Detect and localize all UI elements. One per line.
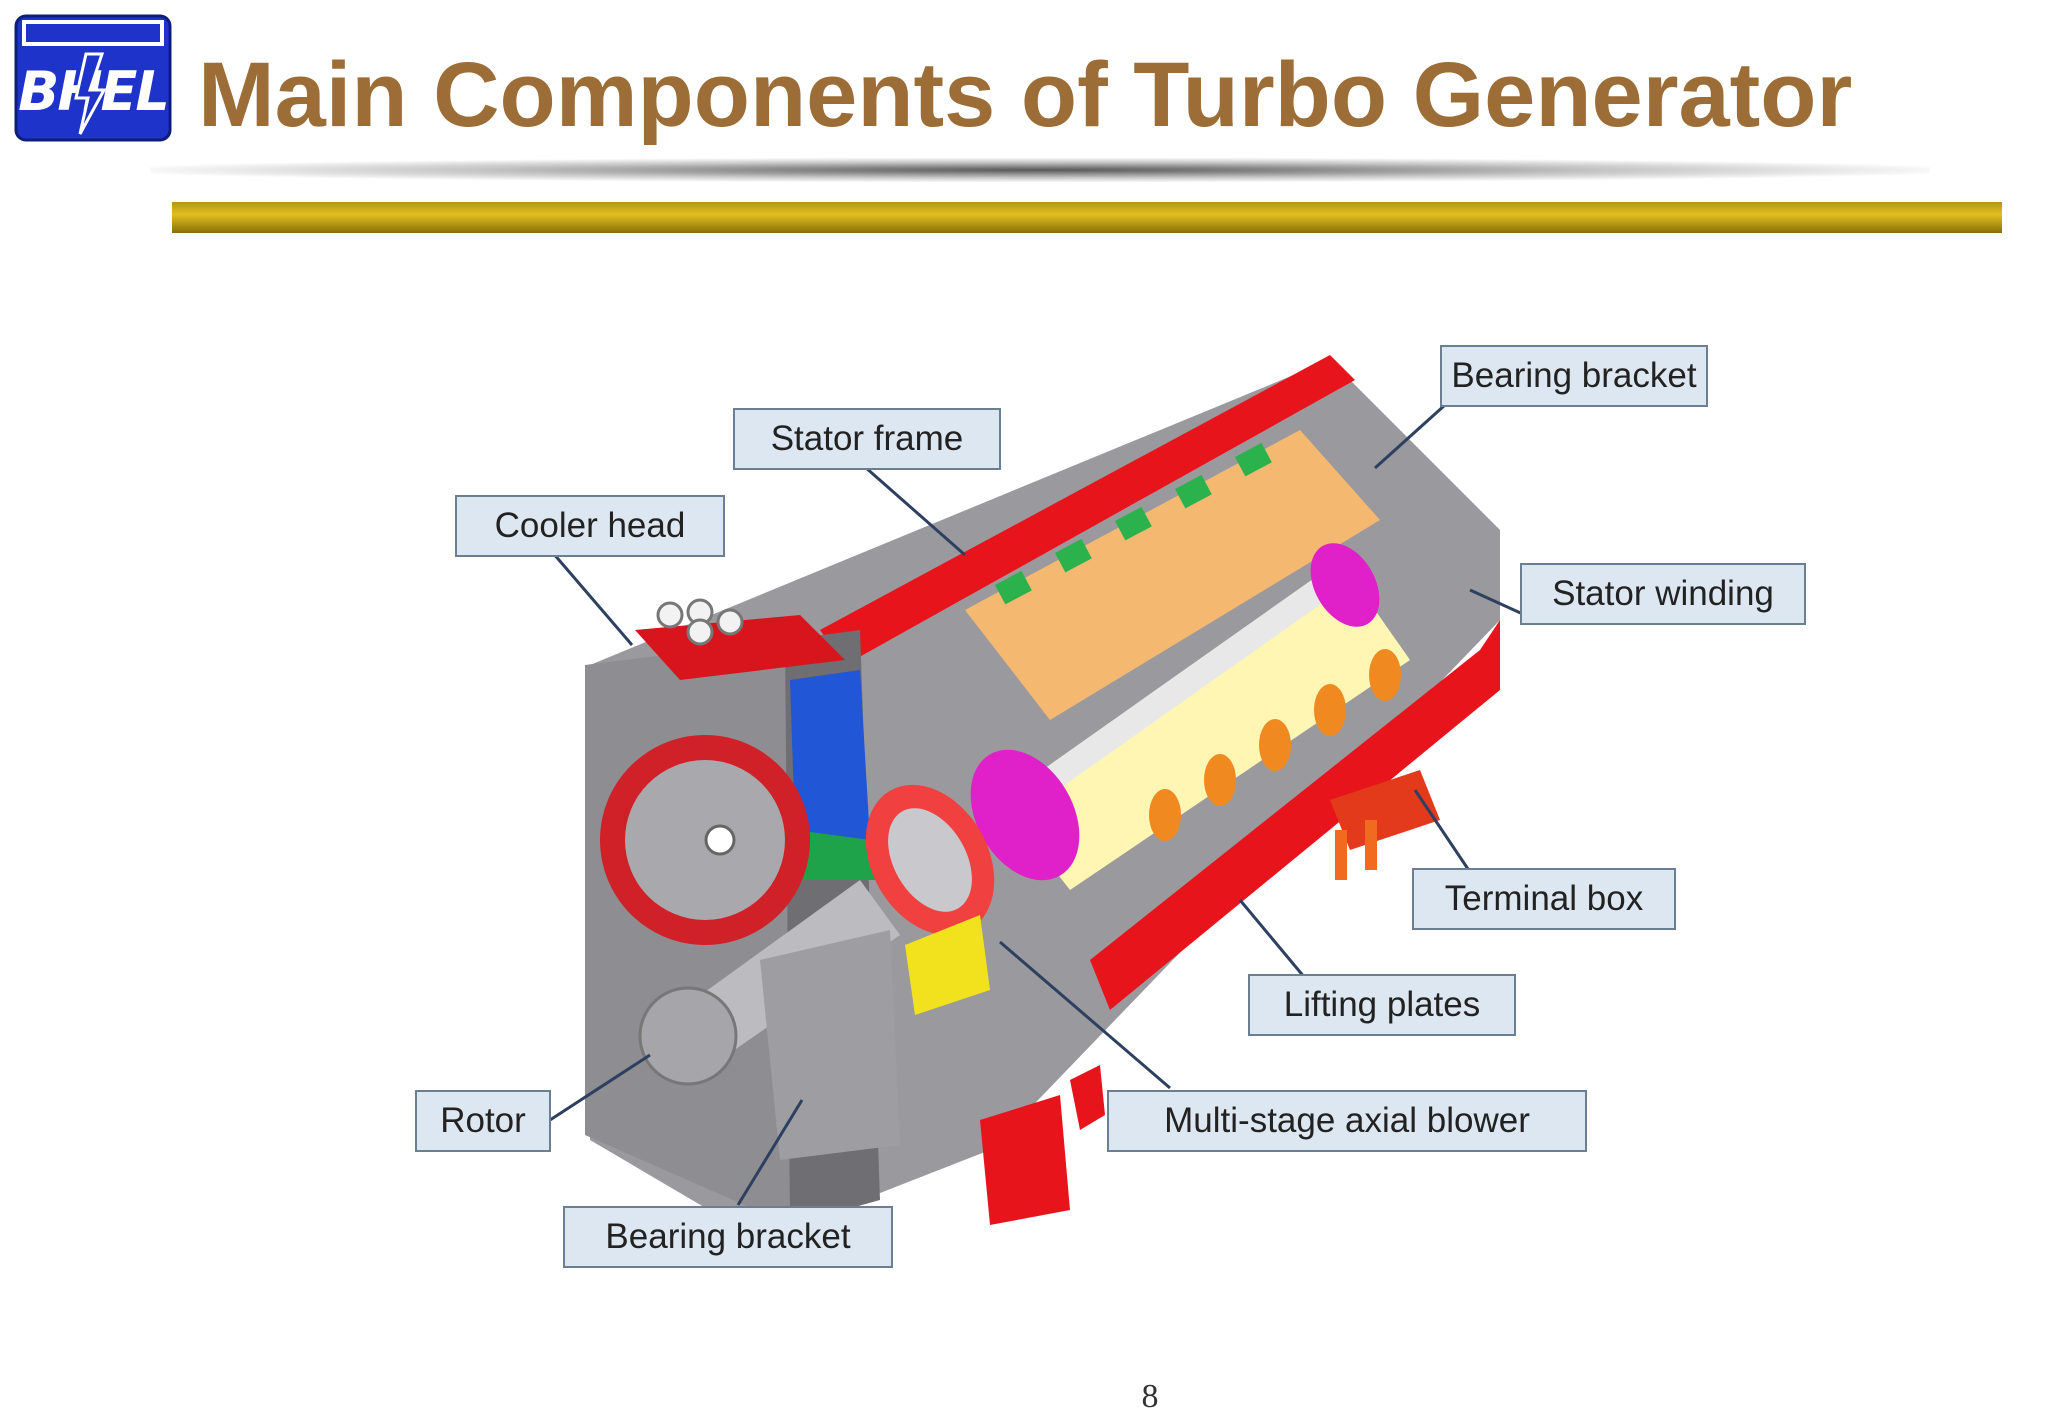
slide-title: Main Components of Turbo Generator — [198, 44, 1853, 146]
title-gold-rule — [172, 202, 2002, 233]
bearing-bracket-lower — [760, 930, 900, 1160]
stator-core — [965, 430, 1380, 720]
label-bearing-bracket-bottom: Bearing bracket — [563, 1206, 893, 1268]
terminal-box-shape — [1330, 770, 1440, 850]
label-cooler-head: Cooler head — [455, 495, 725, 557]
label-bearing-bracket-top: Bearing bracket — [1440, 345, 1708, 407]
lifting-plates-row — [1149, 649, 1401, 841]
page-number: 8 — [1141, 1378, 1159, 1415]
bhel-logo: BHEL — [14, 14, 172, 142]
label-rotor: Rotor — [415, 1090, 551, 1152]
label-multi-stage-axial-blower: Multi-stage axial blower — [1107, 1090, 1587, 1152]
leader-lines — [549, 403, 1526, 1206]
frame-top-rail — [820, 355, 1355, 665]
label-lifting-plates: Lifting plates — [1248, 974, 1516, 1036]
retaining-ring-front — [970, 749, 1080, 881]
label-terminal-box: Terminal box — [1412, 868, 1676, 930]
label-stator-frame: Stator frame — [733, 408, 1001, 470]
frame-ribs — [994, 442, 1272, 605]
label-stator-winding: Stator winding — [1520, 563, 1806, 625]
rotor-body — [1000, 560, 1410, 890]
shaft-coupling — [638, 986, 738, 1086]
title-shadow-rule — [150, 158, 1930, 182]
